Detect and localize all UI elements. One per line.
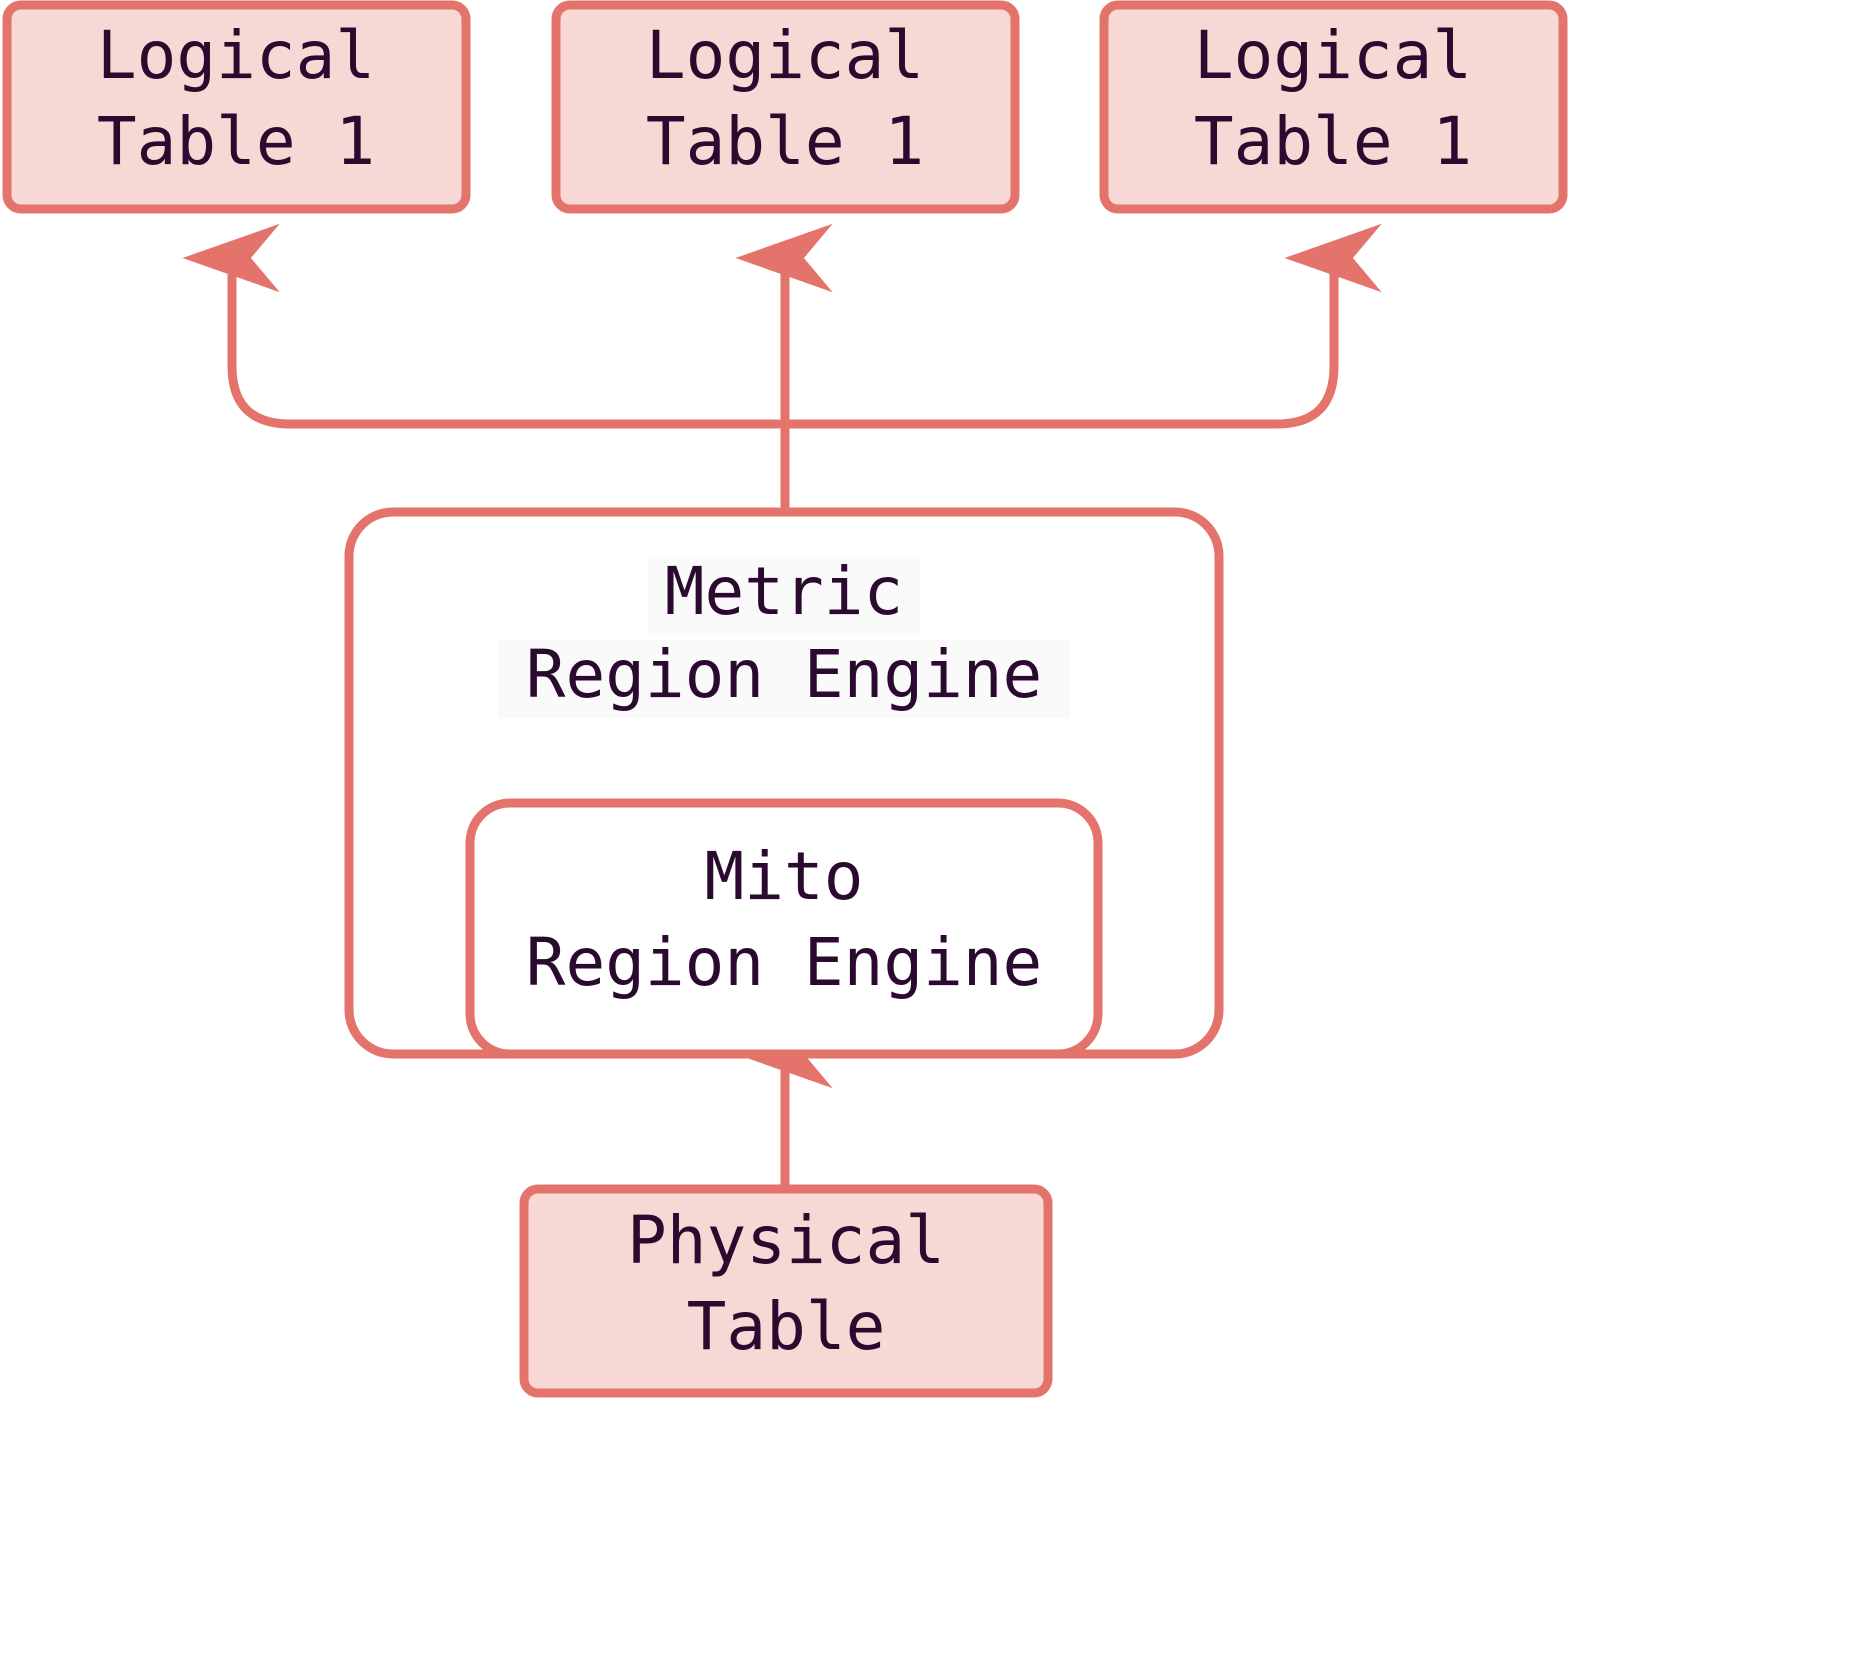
metric-label-bg-1: [648, 557, 920, 635]
physical-table-box[interactable]: [519, 1184, 1053, 1398]
logical-table-3-label: Logical: [1194, 17, 1472, 94]
bridge-left-path: [182, 223, 790, 429]
logical-table-3-label-2: Table 1: [1194, 103, 1472, 180]
mito-region-engine-label-2: Region Engine: [526, 924, 1043, 1001]
logical-table-3-box[interactable]: [1099, 0, 1568, 214]
logical-table-1-box[interactable]: [2, 0, 471, 214]
bridge-right-path: [780, 223, 1382, 429]
logical-table-2[interactable]: Logical Table 1: [551, 0, 1020, 214]
metric-region-engine-label-1: Metric: [665, 553, 903, 630]
physical-table[interactable]: Physical Table: [519, 1184, 1053, 1398]
physical-table-label-2: Table: [687, 1288, 886, 1365]
metric-region-engine-label-2: Region Engine: [526, 636, 1043, 713]
logical-table-1-label: Logical: [97, 17, 375, 94]
logical-table-1-label-2: Table 1: [97, 103, 375, 180]
mito-region-engine-label-1: Mito: [705, 838, 864, 915]
physical-table-label-1: Physical: [627, 1202, 945, 1279]
logical-table-1[interactable]: Logical Table 1: [2, 0, 471, 214]
logical-table-3[interactable]: Logical Table 1: [1099, 0, 1568, 214]
logical-table-2-label: Logical: [646, 17, 924, 94]
connector-layer: [182, 223, 1382, 1185]
logical-table-2-label-2: Table 1: [646, 103, 924, 180]
logical-table-2-box[interactable]: [551, 0, 1020, 214]
metric-label-bg-2: [498, 640, 1070, 718]
mito-region-engine-box[interactable]: [465, 798, 1103, 1059]
mito-region-engine[interactable]: Mito Region Engine: [465, 798, 1103, 1059]
